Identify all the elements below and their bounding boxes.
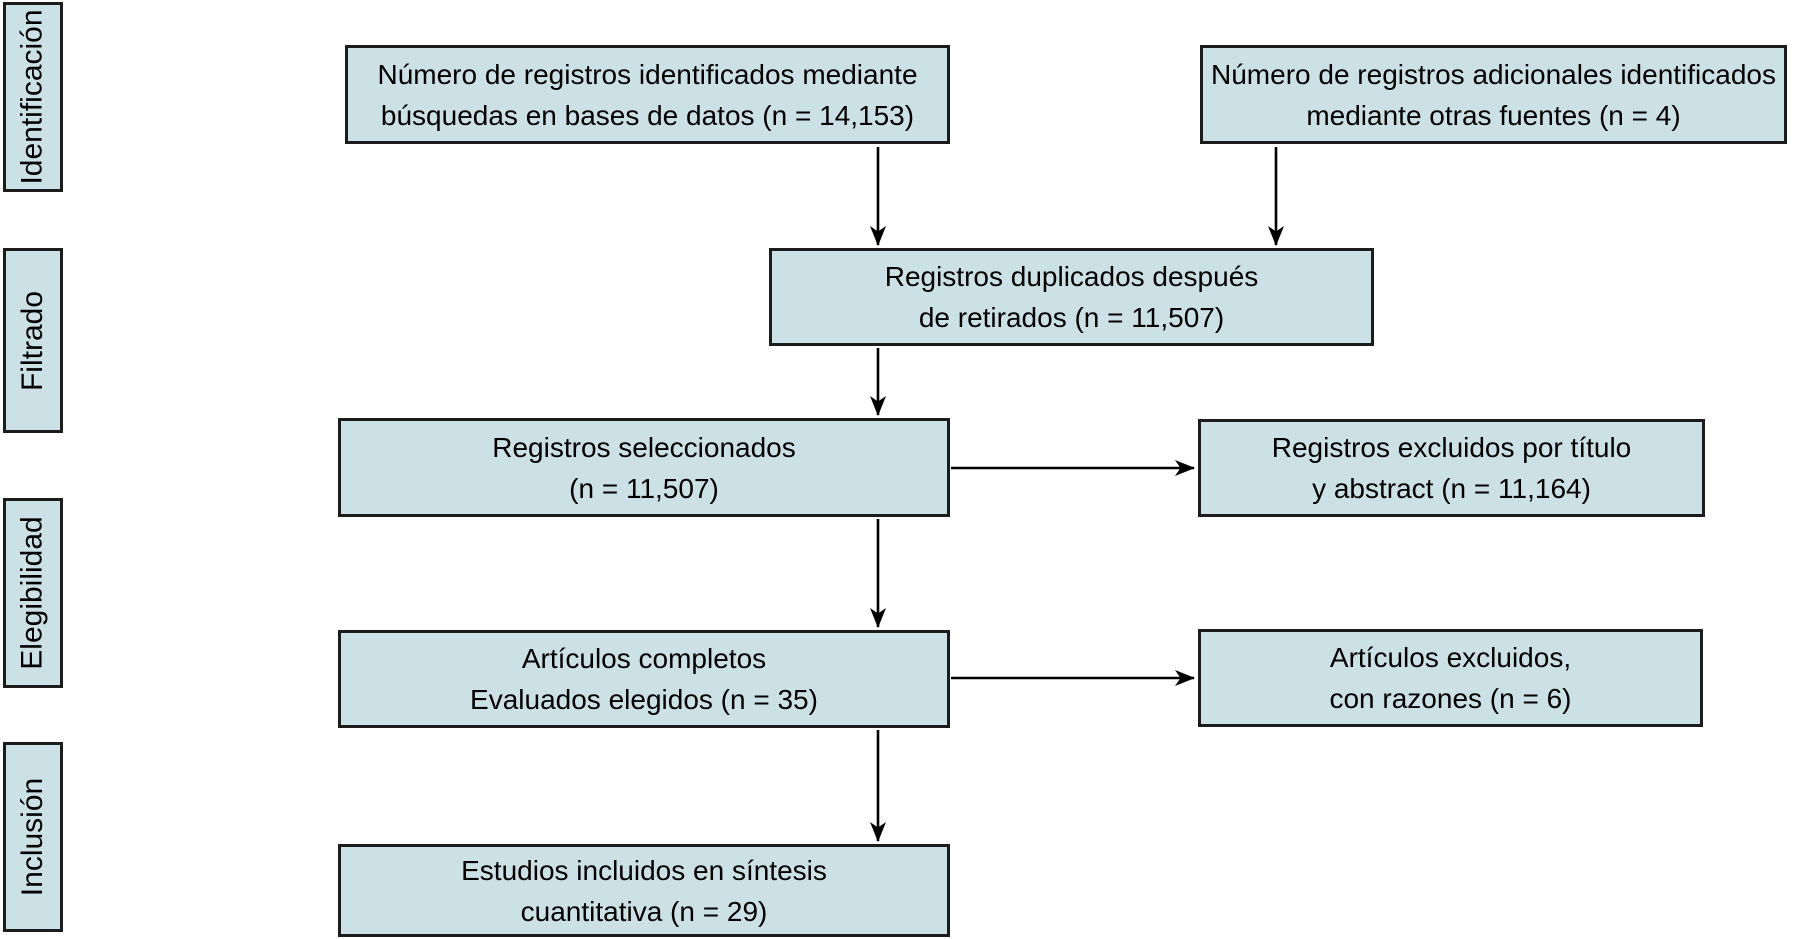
box-text-line: Número de registros identificados median… [377,58,918,90]
box-text-line: (n = 11,507) [569,472,719,504]
stage-label-inclusion: Inclusión [3,742,63,932]
box-text-line: Registros duplicados después [884,261,1259,292]
stage-label-text: Inclusión [16,777,49,897]
box-text-line: Registros seleccionados [492,431,796,463]
stage-label-text: Filtrado [16,290,50,391]
box-records-screened: Registros seleccionados (n = 11,507) [338,418,950,517]
box-text-line: Número de registros adicionales identifi… [1211,58,1776,90]
box-text-line: de retirados (n = 11,507) [918,302,1225,333]
box-fulltext-assessed: Artículos completos Evaluados elegidos (… [338,630,950,728]
stage-label-eligibility: Elegibilidad [3,498,63,688]
stage-label-text: Identificación [16,9,50,185]
box-duplicates-removed: Registros duplicados después de retirado… [769,248,1374,346]
box-fulltext-excluded-with-reasons: Artículos excluidos, con razones (n = 6) [1198,629,1703,727]
box-text-line: Registros excluidos por título [1271,432,1632,463]
stage-label-text: Elegibilidad [16,516,50,670]
box-text-line: cuantitativa (n = 29) [520,895,768,927]
box-records-identified-other-sources: Número de registros adicionales identifi… [1200,45,1787,144]
stage-label-screening: Filtrado [3,248,63,433]
box-studies-included-quantitative: Estudios incluidos en síntesis cuantitat… [338,844,950,937]
box-text-line: Estudios incluidos en síntesis [461,854,827,886]
box-text-line: y abstract (n = 11,164) [1312,473,1591,504]
box-text-line: Evaluados elegidos (n = 35) [470,684,818,715]
box-text-line: Artículos completos [521,643,767,674]
box-text-line: mediante otras fuentes (n = 4) [1306,99,1681,131]
box-text-line: Artículos excluidos, [1329,642,1572,673]
stage-label-identification: Identificación [3,2,63,192]
box-records-excluded-title-abstract: Registros excluidos por título y abstrac… [1198,419,1705,517]
box-records-identified-databases: Número de registros identificados median… [345,45,950,144]
box-text-line: con razones (n = 6) [1329,683,1572,714]
box-text-line: búsquedas en bases de datos (n = 14,153) [380,99,915,131]
